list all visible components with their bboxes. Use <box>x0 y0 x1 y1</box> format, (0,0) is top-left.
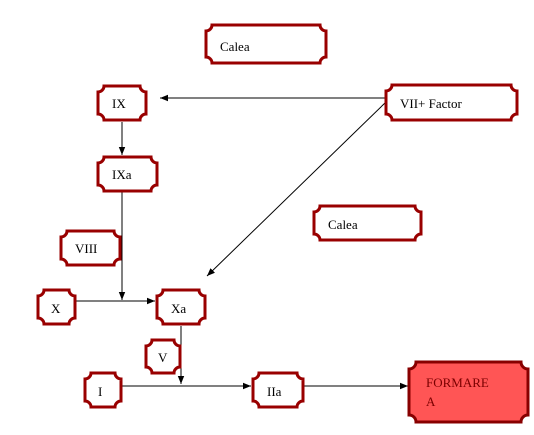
node-ix-label: IX <box>112 96 126 111</box>
node-formare: FORMARE A <box>407 360 530 424</box>
node-iia-label: IIa <box>267 384 282 399</box>
node-xa: Xa <box>155 288 207 326</box>
node-iia: IIa <box>251 371 305 409</box>
node-v-label: V <box>158 350 168 365</box>
node-ix: IX <box>96 84 148 122</box>
node-calea-mid: Calea <box>312 204 423 242</box>
node-formare-label-line2: A <box>426 394 436 409</box>
node-calea-top: Calea <box>204 23 328 65</box>
connectors <box>75 94 408 390</box>
node-viii: VIII <box>59 229 122 267</box>
node-x-label: X <box>51 301 61 316</box>
node-vii-factor: VII+ Factor <box>384 83 519 122</box>
node-ixa: IXa <box>96 155 159 193</box>
node-vii-factor-label: VII+ Factor <box>400 96 463 111</box>
node-formare-label-line1: FORMARE <box>426 375 489 390</box>
arrow-vii-to-xa <box>206 101 387 277</box>
node-i-label: I <box>98 384 102 399</box>
node-x: X <box>36 288 77 326</box>
node-v: V <box>144 338 182 375</box>
node-calea-mid-label: Calea <box>328 217 358 232</box>
node-i: I <box>83 371 123 409</box>
node-calea-top-label: Calea <box>220 39 250 54</box>
node-xa-label: Xa <box>171 301 186 316</box>
node-viii-label: VIII <box>75 241 97 256</box>
node-ixa-label: IXa <box>112 167 132 182</box>
